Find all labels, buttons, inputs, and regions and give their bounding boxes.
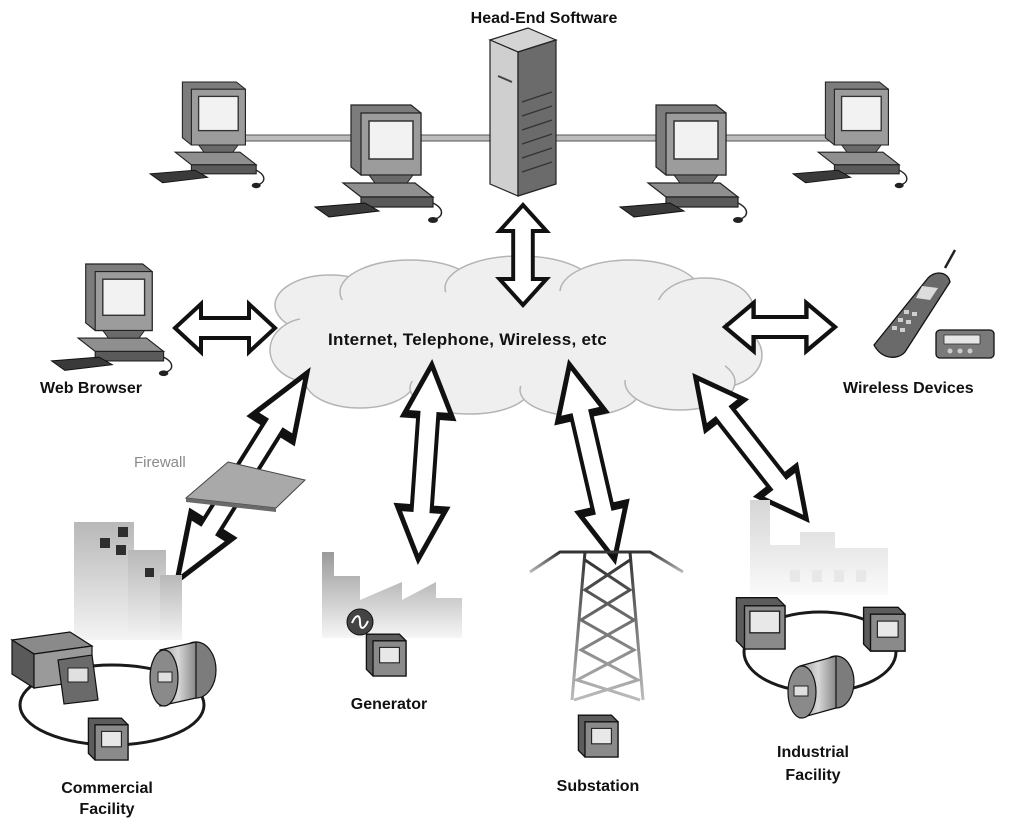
commercial-facility <box>10 522 217 761</box>
head-end-lan <box>149 27 908 224</box>
meter-icon <box>787 655 855 719</box>
meter-icon <box>149 641 217 707</box>
commercial-facility-label-line2: Facility <box>79 801 135 818</box>
meter-icon <box>862 606 906 652</box>
generator-facility <box>322 552 462 677</box>
head-end-label: Head-End Software <box>470 10 618 27</box>
web-browser-computer-icon <box>50 263 173 377</box>
generator-label: Generator <box>350 696 428 713</box>
substation-label: Substation <box>556 778 640 795</box>
meter-icon <box>577 714 619 758</box>
mobile-phone-icon <box>873 249 957 358</box>
server-icon <box>488 27 558 197</box>
meter-icon <box>87 717 129 761</box>
commercial-facility-label-line1: Commercial <box>61 780 153 797</box>
firewall-icon <box>184 461 307 512</box>
firewall-label: Firewall <box>134 454 186 471</box>
meter-icon <box>365 633 407 677</box>
industrial-facility-label-line2: Facility <box>785 767 841 784</box>
web-browser-label: Web Browser <box>40 380 142 397</box>
industrial-facility-label-line1: Industrial <box>776 744 850 761</box>
wireless-devices-label: Wireless Devices <box>843 380 974 397</box>
meter-icon <box>10 631 99 705</box>
factory-icon <box>750 500 888 595</box>
pager-icon <box>935 329 995 359</box>
meter-icon <box>735 597 786 650</box>
building-icon <box>74 522 182 640</box>
industrial-facility <box>735 500 906 719</box>
network-label: Internet, Telephone, Wireless, etc <box>328 330 607 349</box>
transmission-tower-icon <box>529 550 684 702</box>
computer-icon <box>619 104 748 224</box>
double-arrow-icon <box>173 302 277 354</box>
computer-icon <box>314 104 443 224</box>
